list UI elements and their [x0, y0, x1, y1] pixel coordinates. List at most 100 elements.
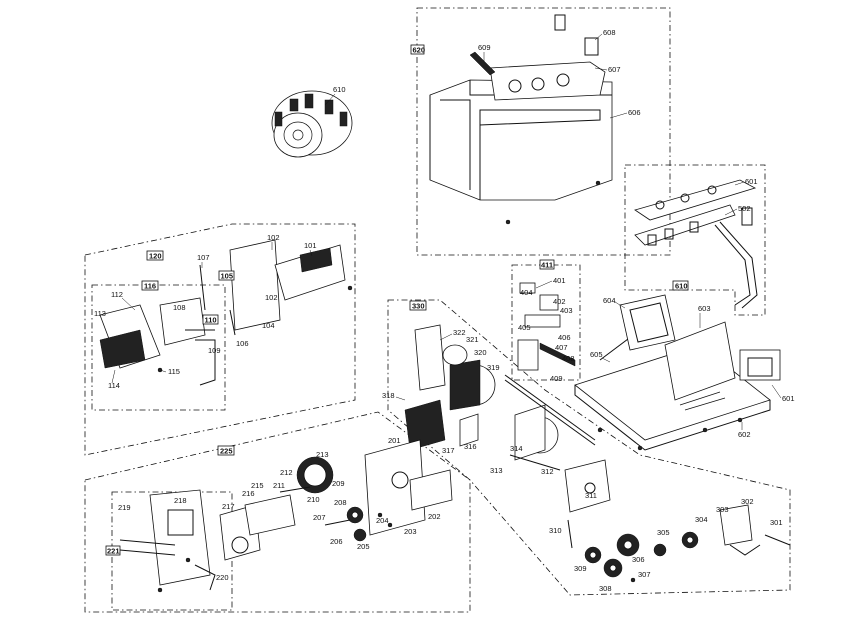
- svg-text:116: 116: [144, 282, 156, 291]
- svg-text:114: 114: [108, 381, 120, 390]
- callout-219: 219: [118, 503, 131, 512]
- group-label-330: 330: [409, 300, 427, 311]
- drive-gears-300: [584, 504, 791, 583]
- svg-text:405: 405: [518, 323, 531, 332]
- svg-text:608: 608: [603, 28, 616, 37]
- callout-205: 205: [357, 542, 370, 551]
- group-label-610: 610: [672, 280, 689, 291]
- callout-106: 106: [236, 339, 249, 348]
- svg-text:402: 402: [553, 297, 566, 306]
- svg-text:102: 102: [267, 233, 280, 242]
- group-label-116: 116: [141, 280, 159, 291]
- svg-text:320: 320: [474, 348, 487, 357]
- callout-202: 202: [428, 512, 441, 521]
- group-label-105: 105: [218, 270, 235, 281]
- svg-text:203: 203: [404, 527, 417, 536]
- gear-group-200: [279, 439, 453, 542]
- callout-210: 210: [307, 495, 320, 504]
- svg-text:209: 209: [332, 479, 345, 488]
- callout-318: 318: [382, 391, 406, 401]
- svg-text:307: 307: [638, 570, 651, 579]
- boundary-221: [111, 491, 233, 611]
- callout-603: 603: [698, 304, 711, 328]
- svg-text:217: 217: [222, 502, 235, 511]
- callout-605: 605: [590, 350, 611, 363]
- boundary-120: [84, 223, 356, 456]
- svg-text:601: 601: [745, 177, 758, 186]
- svg-text:404: 404: [520, 288, 533, 297]
- svg-text:109: 109: [208, 346, 221, 355]
- callout-303: 303: [716, 505, 729, 514]
- svg-text:403: 403: [560, 306, 573, 315]
- callout-112: 112: [111, 290, 136, 311]
- group-label-120: 120: [146, 250, 164, 261]
- callout-209: 209: [332, 479, 345, 488]
- callout-101: 101: [304, 241, 317, 257]
- svg-text:108: 108: [173, 303, 186, 312]
- svg-text:210: 210: [307, 495, 320, 504]
- plate-group-120: [99, 239, 353, 386]
- callout-215: 215: [251, 481, 264, 490]
- svg-text:312: 312: [541, 467, 554, 476]
- svg-text:401: 401: [553, 276, 566, 285]
- callout-203: 203: [404, 527, 417, 536]
- svg-text:301: 301: [770, 518, 783, 527]
- callout-402: 402: [553, 297, 566, 306]
- callout-102a: 102: [267, 233, 280, 250]
- svg-text:308: 308: [599, 584, 612, 593]
- svg-text:408: 408: [562, 354, 575, 363]
- callout-207: 207: [313, 513, 326, 522]
- callout-604: 604: [603, 296, 626, 309]
- callout-310: 310: [549, 526, 562, 535]
- callout-608: 608: [594, 28, 616, 41]
- callout-218: 218: [174, 496, 187, 505]
- callout-220: 220: [216, 573, 229, 582]
- callout-115: 115: [159, 367, 180, 376]
- svg-text:105: 105: [221, 272, 234, 281]
- svg-text:211: 211: [273, 481, 285, 490]
- svg-text:409: 409: [550, 374, 563, 383]
- svg-text:202: 202: [428, 512, 441, 521]
- callout-104: 104: [262, 321, 275, 330]
- boundary-330: [387, 299, 791, 596]
- callout-311: 311: [585, 491, 597, 500]
- svg-text:502: 502: [738, 204, 751, 213]
- svg-text:313: 313: [490, 466, 503, 475]
- svg-text:305: 305: [657, 528, 670, 537]
- callout-217: 217: [222, 502, 235, 511]
- svg-text:309: 309: [574, 564, 587, 573]
- svg-text:602: 602: [738, 430, 751, 439]
- svg-text:219: 219: [118, 503, 131, 512]
- boundary-411: [511, 264, 581, 381]
- callout-406: 406: [558, 333, 571, 342]
- svg-text:216: 216: [242, 489, 255, 498]
- callout-405: 405: [518, 323, 531, 332]
- callout-305: 305: [657, 528, 670, 537]
- callout-213: 213: [316, 450, 329, 459]
- callout-316: 316: [464, 442, 477, 451]
- roller-610: [271, 90, 353, 158]
- callout-404: 404: [520, 288, 533, 297]
- svg-text:115: 115: [168, 367, 180, 376]
- callout-114: 114: [108, 369, 120, 390]
- callout-211: 211: [273, 481, 285, 490]
- svg-text:208: 208: [334, 498, 347, 507]
- cover-620: [429, 14, 613, 225]
- callout-407: 407: [555, 343, 568, 352]
- svg-text:120: 120: [149, 252, 162, 261]
- boundary-116: [91, 284, 226, 411]
- svg-text:215: 215: [251, 481, 264, 490]
- callout-216: 216: [242, 489, 255, 498]
- group-label-110: 110: [202, 314, 219, 325]
- callout-307: 307: [638, 570, 651, 579]
- svg-text:604: 604: [603, 296, 616, 305]
- svg-text:112: 112: [111, 290, 123, 299]
- svg-text:316: 316: [464, 442, 477, 451]
- svg-text:314: 314: [510, 444, 523, 453]
- svg-text:605: 605: [590, 350, 603, 359]
- callout-317: 317: [442, 446, 455, 455]
- callout-204: 204: [376, 516, 389, 525]
- callout-601b: 601: [771, 384, 795, 403]
